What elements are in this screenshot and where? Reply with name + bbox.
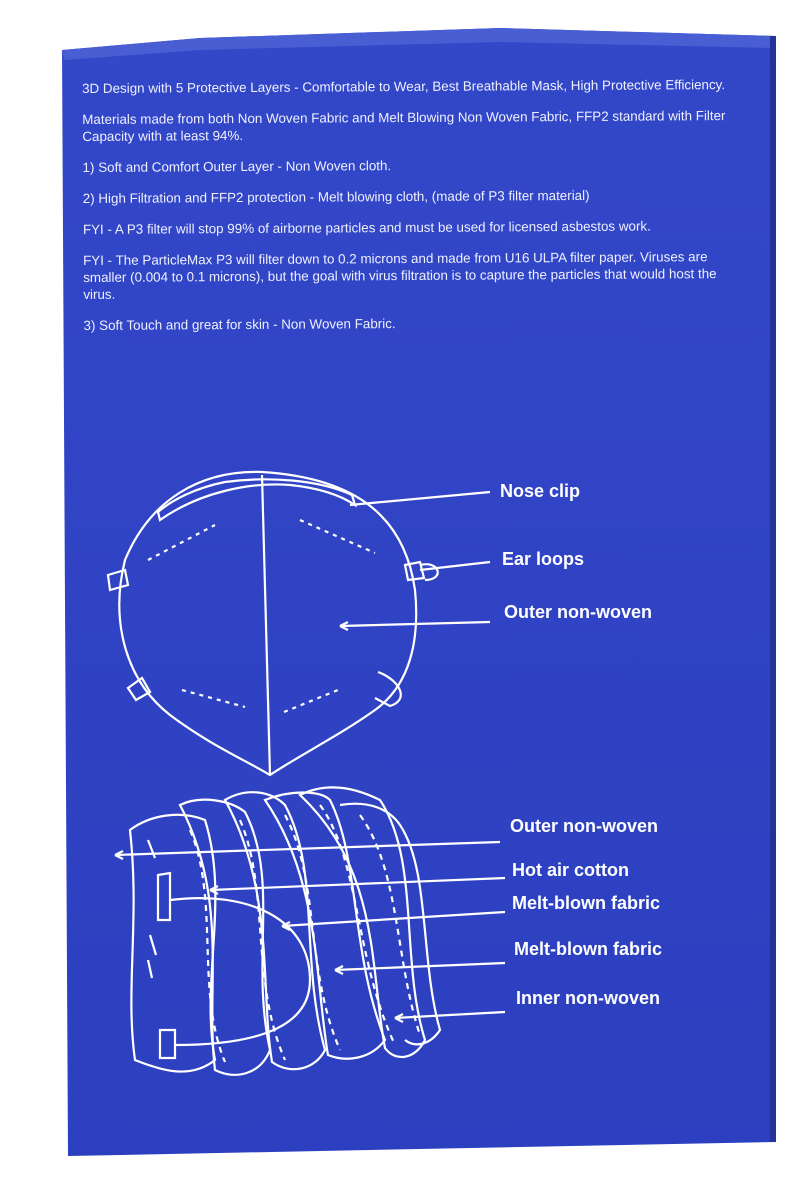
label-layer-inner-non-woven: Inner non-woven <box>516 988 660 1008</box>
label-layer-melt-blown-2: Melt-blown fabric <box>514 939 662 959</box>
label-nose-clip: Nose clip <box>500 481 581 501</box>
box-side-edge <box>770 36 776 1142</box>
label-layer-outer-non-woven: Outer non-woven <box>510 816 658 836</box>
label-layer-melt-blown-1: Melt-blown fabric <box>512 893 660 913</box>
front-mask-diagram <box>106 470 491 777</box>
label-layer-hot-air-cotton: Hot air cotton <box>512 860 629 880</box>
layers-diagram <box>114 786 506 1076</box>
label-outer-non-woven-front: Outer non-woven <box>504 602 652 622</box>
label-ear-loops: Ear loops <box>502 549 585 569</box>
